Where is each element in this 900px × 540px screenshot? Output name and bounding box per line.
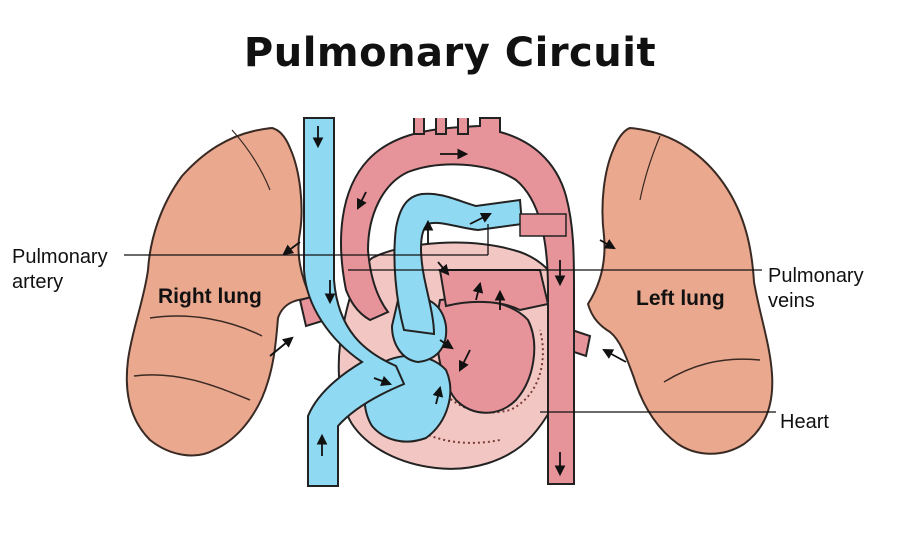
left-lung-lobe-line <box>639 135 661 201</box>
left-lung <box>586 126 774 455</box>
label-pulmonary-veins-line1: Pulmonary <box>768 265 864 287</box>
label-pulmonary-artery-line1: Pulmonary <box>12 246 108 268</box>
right-lung-fissure-lower <box>133 374 251 401</box>
right-lung-fissure <box>149 315 263 337</box>
label-pulmonary-artery: Pulmonary artery <box>12 245 108 295</box>
vena-cava <box>303 117 406 487</box>
pulmonary-trunk <box>393 192 524 336</box>
label-right-lung: Right lung <box>158 285 262 308</box>
left-lung-fissure <box>663 358 761 383</box>
leader-lines <box>124 224 776 413</box>
label-pulmonary-artery-line2: artery <box>12 271 64 293</box>
left-atrium <box>438 269 550 312</box>
aorta <box>340 117 575 485</box>
label-heart: Heart <box>780 411 829 433</box>
flow-arrows <box>269 126 627 477</box>
label-left-lung: Left lung <box>636 287 725 310</box>
page-title: Pulmonary Circuit <box>243 30 657 76</box>
right-lung-lobe-line <box>231 129 271 191</box>
right-lung <box>125 126 314 457</box>
pulmonary-vein-crossing <box>519 213 567 237</box>
aortic-branches <box>413 118 469 135</box>
label-pulmonary-veins: Pulmonary veins <box>768 264 864 314</box>
label-pulmonary-veins-line2: veins <box>768 290 815 312</box>
